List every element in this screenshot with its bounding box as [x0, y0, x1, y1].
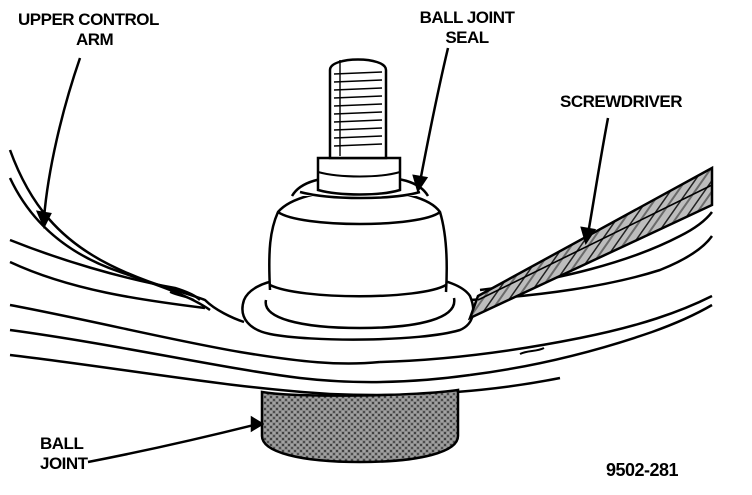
ball-joint-stud — [316, 58, 402, 196]
label-ball-joint-line2: JOINT — [40, 454, 88, 473]
label-ball-joint-seal-line2: SEAL — [445, 28, 489, 47]
label-screwdriver: SCREWDRIVER — [560, 92, 683, 111]
label-ball-joint-seal: BALL JOINT SEAL — [412, 8, 522, 48]
figure-code: 9502-281 — [606, 460, 679, 480]
label-ball-joint-line1: BALL — [40, 434, 84, 453]
arrow-ball-joint — [250, 415, 265, 433]
leader-screwdriver — [586, 117, 610, 235]
arrow-ball-joint-seal — [412, 174, 429, 193]
label-ball-joint-seal-line1: BALL JOINT — [419, 8, 515, 27]
ball-joint-seal-shape — [241, 174, 475, 341]
arrow-upper-control-arm — [35, 210, 52, 229]
ball-joint-housing — [260, 388, 460, 464]
leader-upper-control-arm — [42, 57, 82, 219]
label-upper-control-arm-line2: ARM — [76, 30, 114, 49]
leader-lines — [35, 47, 610, 464]
leader-ball-joint — [87, 422, 259, 464]
label-upper-control-arm: UPPER CONTROL ARM — [18, 10, 159, 50]
screwdriver-shape — [467, 165, 714, 321]
label-upper-control-arm-line1: UPPER CONTROL — [18, 10, 159, 29]
arrow-screwdriver — [580, 226, 597, 245]
leader-ball-joint-seal — [418, 47, 450, 183]
label-ball-joint: BALL JOINT — [40, 434, 88, 474]
